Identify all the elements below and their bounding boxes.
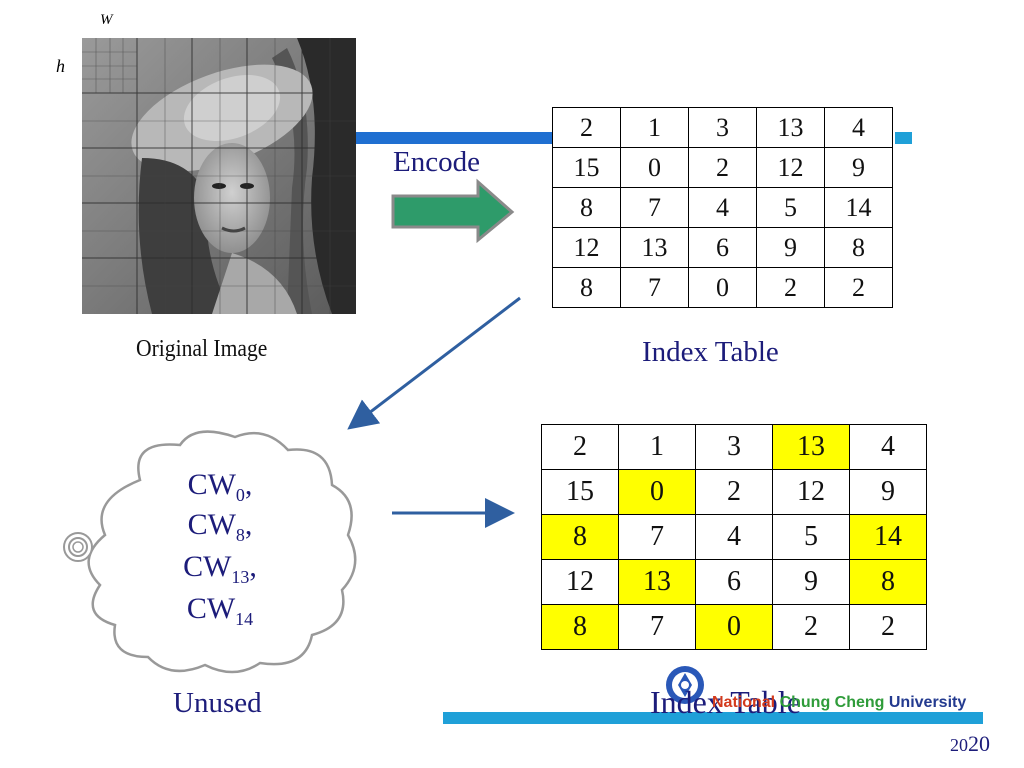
table-to-cloud-arrow	[347, 296, 521, 430]
index-cell: 7	[618, 514, 696, 560]
block-width-label: W	[100, 12, 113, 28]
index-cell: 2	[552, 107, 621, 148]
index-cell: 13	[620, 227, 689, 268]
index-cell: 4	[824, 107, 893, 148]
index-cell: 6	[695, 559, 773, 605]
index-cell: 13	[618, 559, 696, 605]
index-cell: 3	[695, 424, 773, 470]
index-cell: 7	[618, 604, 696, 650]
header-bar-left	[356, 132, 552, 144]
index-cell: 4	[688, 187, 757, 228]
index-cell: 9	[824, 147, 893, 188]
index-cell: 2	[772, 604, 850, 650]
index-cell: 12	[552, 227, 621, 268]
unused-cloud-shape	[63, 430, 357, 674]
original-image-caption: Original Image	[136, 336, 268, 362]
footer-bar	[443, 712, 983, 724]
codeword-line: CW14	[186, 592, 254, 629]
footer-university-name: National Chung Cheng University	[712, 694, 966, 712]
index-cell: 2	[541, 424, 619, 470]
index-cell: 13	[756, 107, 825, 148]
block-height-label: h	[56, 56, 65, 76]
index-cell: 14	[849, 514, 927, 560]
index-cell: 4	[849, 424, 927, 470]
index-cell: 3	[688, 107, 757, 148]
index-cell: 8	[552, 187, 621, 228]
index-cell: 4	[695, 514, 773, 560]
university-logo-icon	[666, 666, 704, 704]
codeword-line: CW13,	[183, 550, 257, 587]
index-cell: 0	[620, 147, 689, 188]
index-cell: 12	[756, 147, 825, 188]
original-image	[82, 38, 356, 314]
index-cell: 2	[756, 267, 825, 308]
encode-label: Encode	[393, 146, 480, 178]
index-cell: 15	[552, 147, 621, 188]
index-table-bottom-caption: Index Table	[650, 684, 801, 720]
index-cell: 8	[552, 267, 621, 308]
codeword-line: CW8,	[187, 508, 253, 545]
index-cell: 12	[772, 469, 850, 515]
index-cell: 0	[695, 604, 773, 650]
index-cell: 2	[849, 604, 927, 650]
index-cell: 1	[620, 107, 689, 148]
index-cell: 6	[688, 227, 757, 268]
index-cell: 1	[618, 424, 696, 470]
encode-arrow	[391, 178, 515, 244]
footer-part-3: University	[888, 694, 967, 711]
index-cell: 0	[618, 469, 696, 515]
original-image-graphic	[82, 38, 356, 314]
index-cell: 15	[541, 469, 619, 515]
footer-part-1: National	[712, 694, 780, 711]
page-number: 2020	[950, 731, 990, 756]
index-cell: 2	[695, 469, 773, 515]
footer-part-2: Chung Cheng	[779, 694, 889, 711]
index-cell: 8	[824, 227, 893, 268]
header-bar-right	[895, 132, 912, 144]
index-cell: 5	[756, 187, 825, 228]
index-cell: 9	[756, 227, 825, 268]
index-cell: 9	[772, 559, 850, 605]
codeword-line: CW0,	[187, 468, 253, 505]
index-cell: 9	[849, 469, 927, 515]
index-cell: 8	[849, 559, 927, 605]
index-cell: 8	[541, 514, 619, 560]
index-cell: 14	[824, 187, 893, 228]
index-cell: 12	[541, 559, 619, 605]
unused-codewords: CW0, CW8, CW13, CW14	[160, 468, 280, 638]
index-cell: 13	[772, 424, 850, 470]
index-table-top-caption: Index Table	[642, 336, 779, 368]
index-cell: 2	[688, 147, 757, 188]
index-cell: 7	[620, 187, 689, 228]
index-cell: 8	[541, 604, 619, 650]
index-cell: 7	[620, 267, 689, 308]
index-cell: 5	[772, 514, 850, 560]
index-cell: 0	[688, 267, 757, 308]
index-cell: 2	[824, 267, 893, 308]
unused-caption: Unused	[173, 687, 262, 719]
